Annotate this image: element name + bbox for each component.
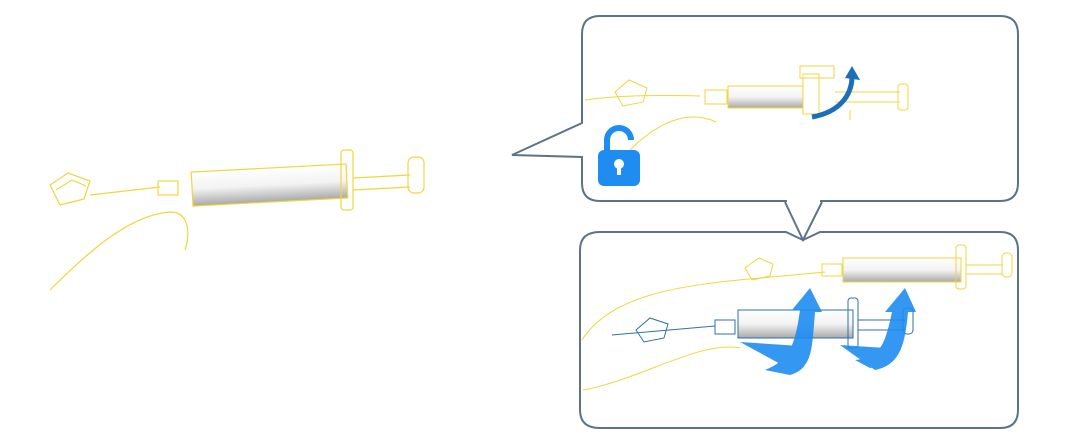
flange	[340, 149, 354, 211]
bottom-panel	[579, 196, 1019, 429]
luer-tip	[157, 180, 179, 196]
rotate-arrow-icon	[811, 75, 855, 120]
top-callout	[511, 15, 1019, 202]
main-syringe	[49, 149, 425, 291]
tubing	[49, 211, 189, 291]
clamp	[799, 65, 835, 79]
plunger-thumb	[407, 156, 425, 194]
lift-arrow-icon	[740, 288, 916, 375]
connector-hub	[49, 172, 91, 206]
connector-hub	[614, 79, 648, 107]
unlock-icon	[598, 125, 640, 186]
barrel	[190, 163, 349, 207]
